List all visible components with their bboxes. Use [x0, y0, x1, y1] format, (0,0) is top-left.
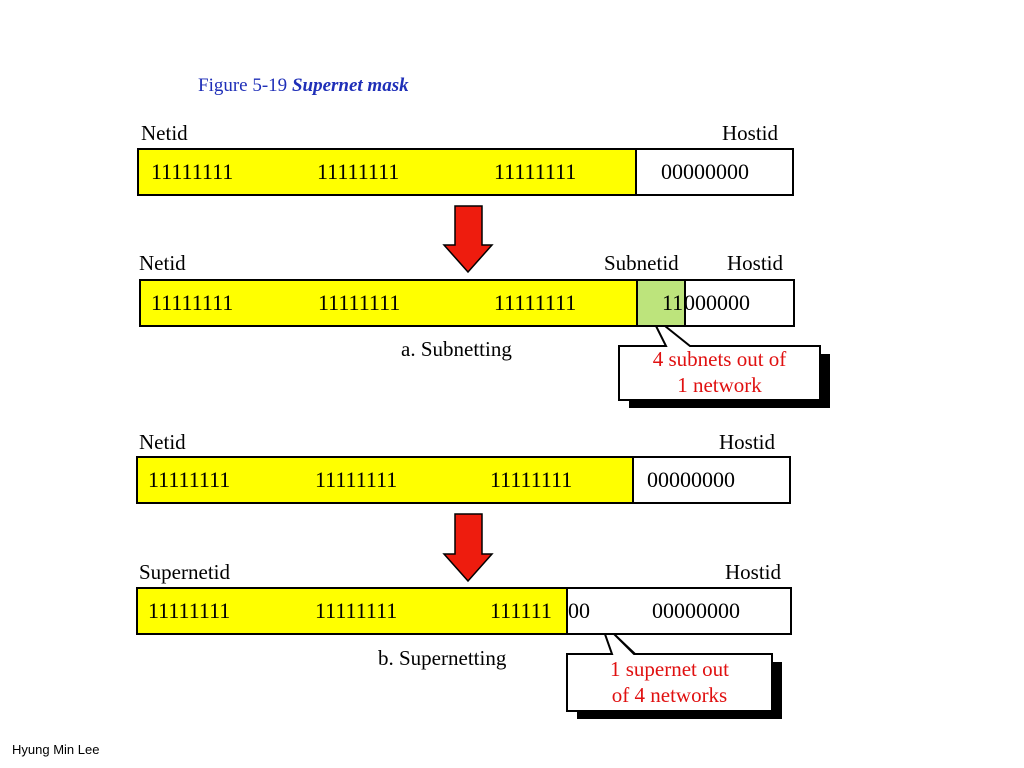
mask-byte-3: 11111111 [494, 290, 577, 315]
down-arrow-icon [442, 513, 494, 583]
hostid-label: Hostid [722, 121, 779, 145]
subnetid-label: Subnetid [604, 251, 679, 275]
mask-bar-supernet: 11111111 11111111 111111 00 00000000 [136, 587, 792, 635]
mask-byte-3: 11111111 [494, 159, 577, 184]
figure-name: Supernet mask [291, 75, 409, 96]
hostid-segment: 00000000 [635, 150, 792, 194]
netid-segment: 11111111 11111111 11111111 [138, 458, 632, 502]
callout-line: 1 network [677, 373, 762, 397]
subnetid-segment: 11 [636, 281, 686, 325]
down-arrow-icon [442, 205, 494, 274]
mask-byte-4: 00000000 [647, 467, 735, 492]
host-bits: 000000 [684, 290, 750, 315]
mask-bar-subnet: 11111111 11111111 11111111 11 000000 [139, 279, 795, 327]
mask-bar-original: 11111111 11111111 11111111 00000000 [137, 148, 794, 196]
mask-byte-1: 11111111 [148, 598, 231, 623]
netid-label: Netid [139, 430, 186, 454]
subnet-callout [618, 313, 830, 408]
hostid-label: Hostid [725, 560, 782, 584]
netid-label: Netid [141, 121, 188, 145]
mask-byte-1: 11111111 [151, 159, 234, 184]
supernetid-label: Supernetid [139, 560, 230, 584]
mask-bar-original: 11111111 11111111 11111111 00000000 [136, 456, 791, 504]
mask-byte-2: 11111111 [315, 598, 398, 623]
hostid-segment: 00 00000000 [566, 589, 790, 633]
mask-byte-1: 11111111 [151, 290, 234, 315]
author-footer: Hyung Min Lee [12, 742, 100, 757]
subnetting-caption: a. Subnetting [401, 337, 512, 361]
mask-byte-3-ones: 111111 [490, 598, 552, 623]
mask-byte-3-zeros: 00 [568, 598, 590, 623]
supernet-callout [566, 619, 782, 719]
callout-line: of 4 networks [611, 683, 728, 707]
netid-label: Netid [139, 251, 186, 275]
subnet-bits: 11 [662, 290, 684, 315]
netid-segment: 11111111 11111111 11111111 [141, 281, 636, 325]
mask-byte-2: 11111111 [317, 159, 400, 184]
hostid-segment: 00000000 [632, 458, 789, 502]
subnet-callout-text: 4 subnets out of 1 network [619, 346, 820, 398]
supernetid-segment: 11111111 11111111 111111 [138, 589, 566, 633]
supernet-callout-text: 1 supernet out of 4 networks [567, 656, 772, 708]
mask-byte-4: 00000000 [652, 598, 740, 623]
hostid-label: Hostid [727, 251, 784, 275]
mask-byte-3: 11111111 [490, 467, 573, 492]
figure-title: Figure 5-19 Supernet mask [198, 75, 409, 97]
mask-byte-4: 00000000 [661, 159, 749, 184]
mask-byte-2: 11111111 [315, 467, 398, 492]
callout-line: 1 supernet out [610, 657, 729, 681]
hostid-label: Hostid [719, 430, 776, 454]
supernetting-caption: b. Supernetting [378, 646, 507, 670]
callout-line: 4 subnets out of [652, 347, 787, 371]
netid-segment: 11111111 11111111 11111111 [139, 150, 635, 194]
figure-number: Figure 5-19 [198, 75, 292, 96]
mask-byte-1: 11111111 [148, 467, 231, 492]
hostid-segment: 000000 [684, 281, 793, 325]
mask-byte-2: 11111111 [318, 290, 401, 315]
